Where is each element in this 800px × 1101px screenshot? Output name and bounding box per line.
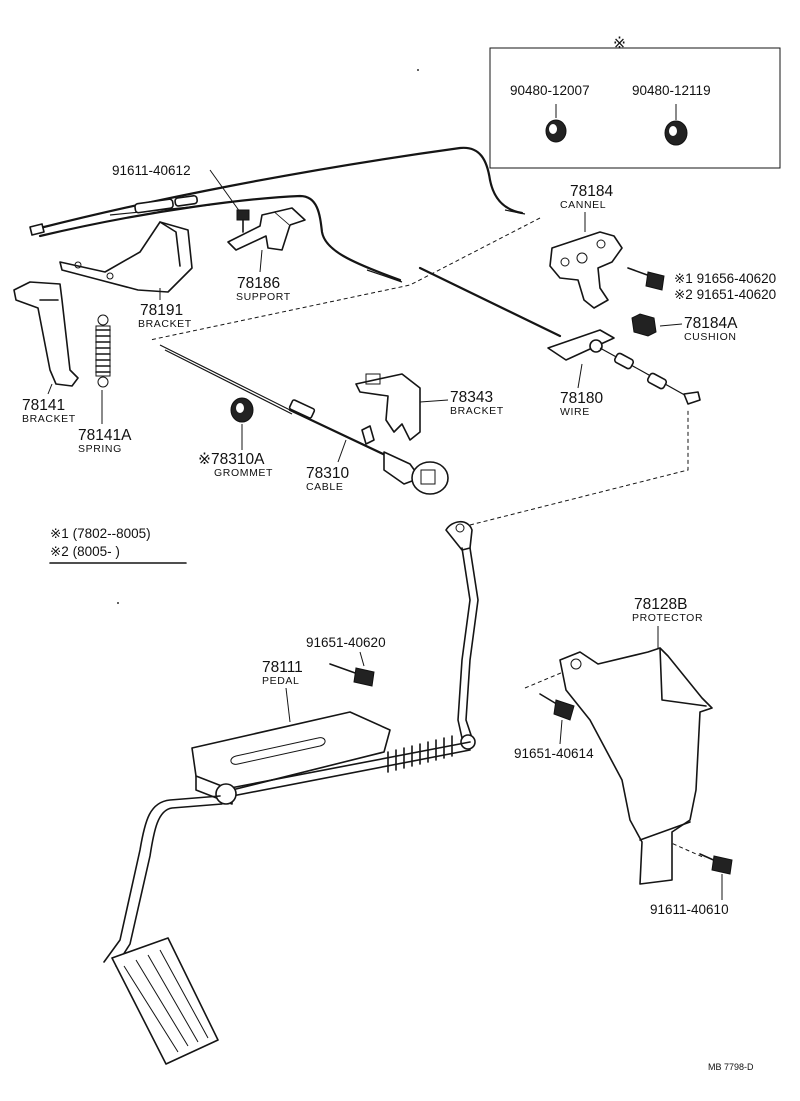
label-78184: 78184 <box>570 183 613 200</box>
name-78128B: PROTECTOR <box>632 612 703 624</box>
name-78141A: SPRING <box>78 443 122 455</box>
label-78111: 78111 <box>262 659 303 676</box>
grommet-icon <box>664 104 688 146</box>
cushion-78184A <box>631 313 657 337</box>
label-78343: 78343 <box>450 389 493 406</box>
name-78343: BRACKET <box>450 405 504 417</box>
drawing-code: MB 7798-D <box>708 1062 754 1072</box>
cable-78310 <box>159 344 449 495</box>
name-78310A: GROMMET <box>214 467 273 479</box>
spring-78141A <box>95 314 111 388</box>
wire-78180 <box>418 266 701 405</box>
label-78186: 78186 <box>237 275 280 292</box>
label-91651-40620-top: ※2 91651-40620 <box>674 287 776 302</box>
label-78180: 78180 <box>560 390 603 407</box>
inset-part-right: 90480-12119 <box>632 83 711 98</box>
inset-frame <box>489 47 781 169</box>
label-91656-40620: ※1 91656-40620 <box>674 271 776 286</box>
bolt-icon <box>539 693 575 721</box>
bolt-icon <box>329 663 375 687</box>
name-78111: PEDAL <box>262 675 299 687</box>
name-78186: SUPPORT <box>236 291 291 303</box>
inset-part-left: 90480-12007 <box>510 83 590 98</box>
label-78184A: 78184A <box>684 315 738 332</box>
note-1: ※1 (7802--8005) <box>50 526 151 541</box>
throttle-cables <box>29 146 526 283</box>
bracket-78191 <box>59 221 193 293</box>
inset-box: ※ 90480-12007 90480-12119 <box>489 35 781 169</box>
label-78310: 78310 <box>306 465 349 482</box>
label-78310A: ※78310A <box>198 451 265 468</box>
name-78310: CABLE <box>306 481 343 493</box>
label-78141A: 78141A <box>78 427 132 444</box>
applicability-notes: ※1 (7802--8005) ※2 (8005- ) <box>49 526 187 564</box>
bolt-icon <box>236 209 250 233</box>
label-78141: 78141 <box>22 397 65 414</box>
label-78128B: 78128B <box>634 596 687 613</box>
bolt-icon <box>699 853 733 875</box>
name-78191: BRACKET <box>138 318 192 330</box>
name-78184A: CUSHION <box>684 331 737 343</box>
bolt-icon <box>627 267 665 291</box>
pedal-78111 <box>103 711 471 1065</box>
protector-78128B <box>559 647 713 885</box>
label-91651-40620: 91651-40620 <box>306 635 386 650</box>
cannel-plate-78184 <box>549 231 623 309</box>
support-78186 <box>227 207 306 251</box>
name-78180: WIRE <box>560 406 590 418</box>
name-78184: CANNEL <box>560 199 606 211</box>
label-91651-40614: 91651-40614 <box>514 746 594 761</box>
inset-symbol: ※ <box>613 35 626 52</box>
label-91611-40612: 91611-40612 <box>112 163 191 178</box>
note-2: ※2 (8005- ) <box>50 544 120 559</box>
label-91611-40610: 91611-40610 <box>650 902 729 917</box>
label-78191: 78191 <box>140 302 183 319</box>
pedal-lever <box>445 520 479 750</box>
grommet-icon <box>545 104 567 143</box>
bracket-78141 <box>13 281 79 387</box>
bracket-78343 <box>355 373 421 441</box>
name-78141: BRACKET <box>22 413 76 425</box>
grommet-icon <box>230 397 254 423</box>
